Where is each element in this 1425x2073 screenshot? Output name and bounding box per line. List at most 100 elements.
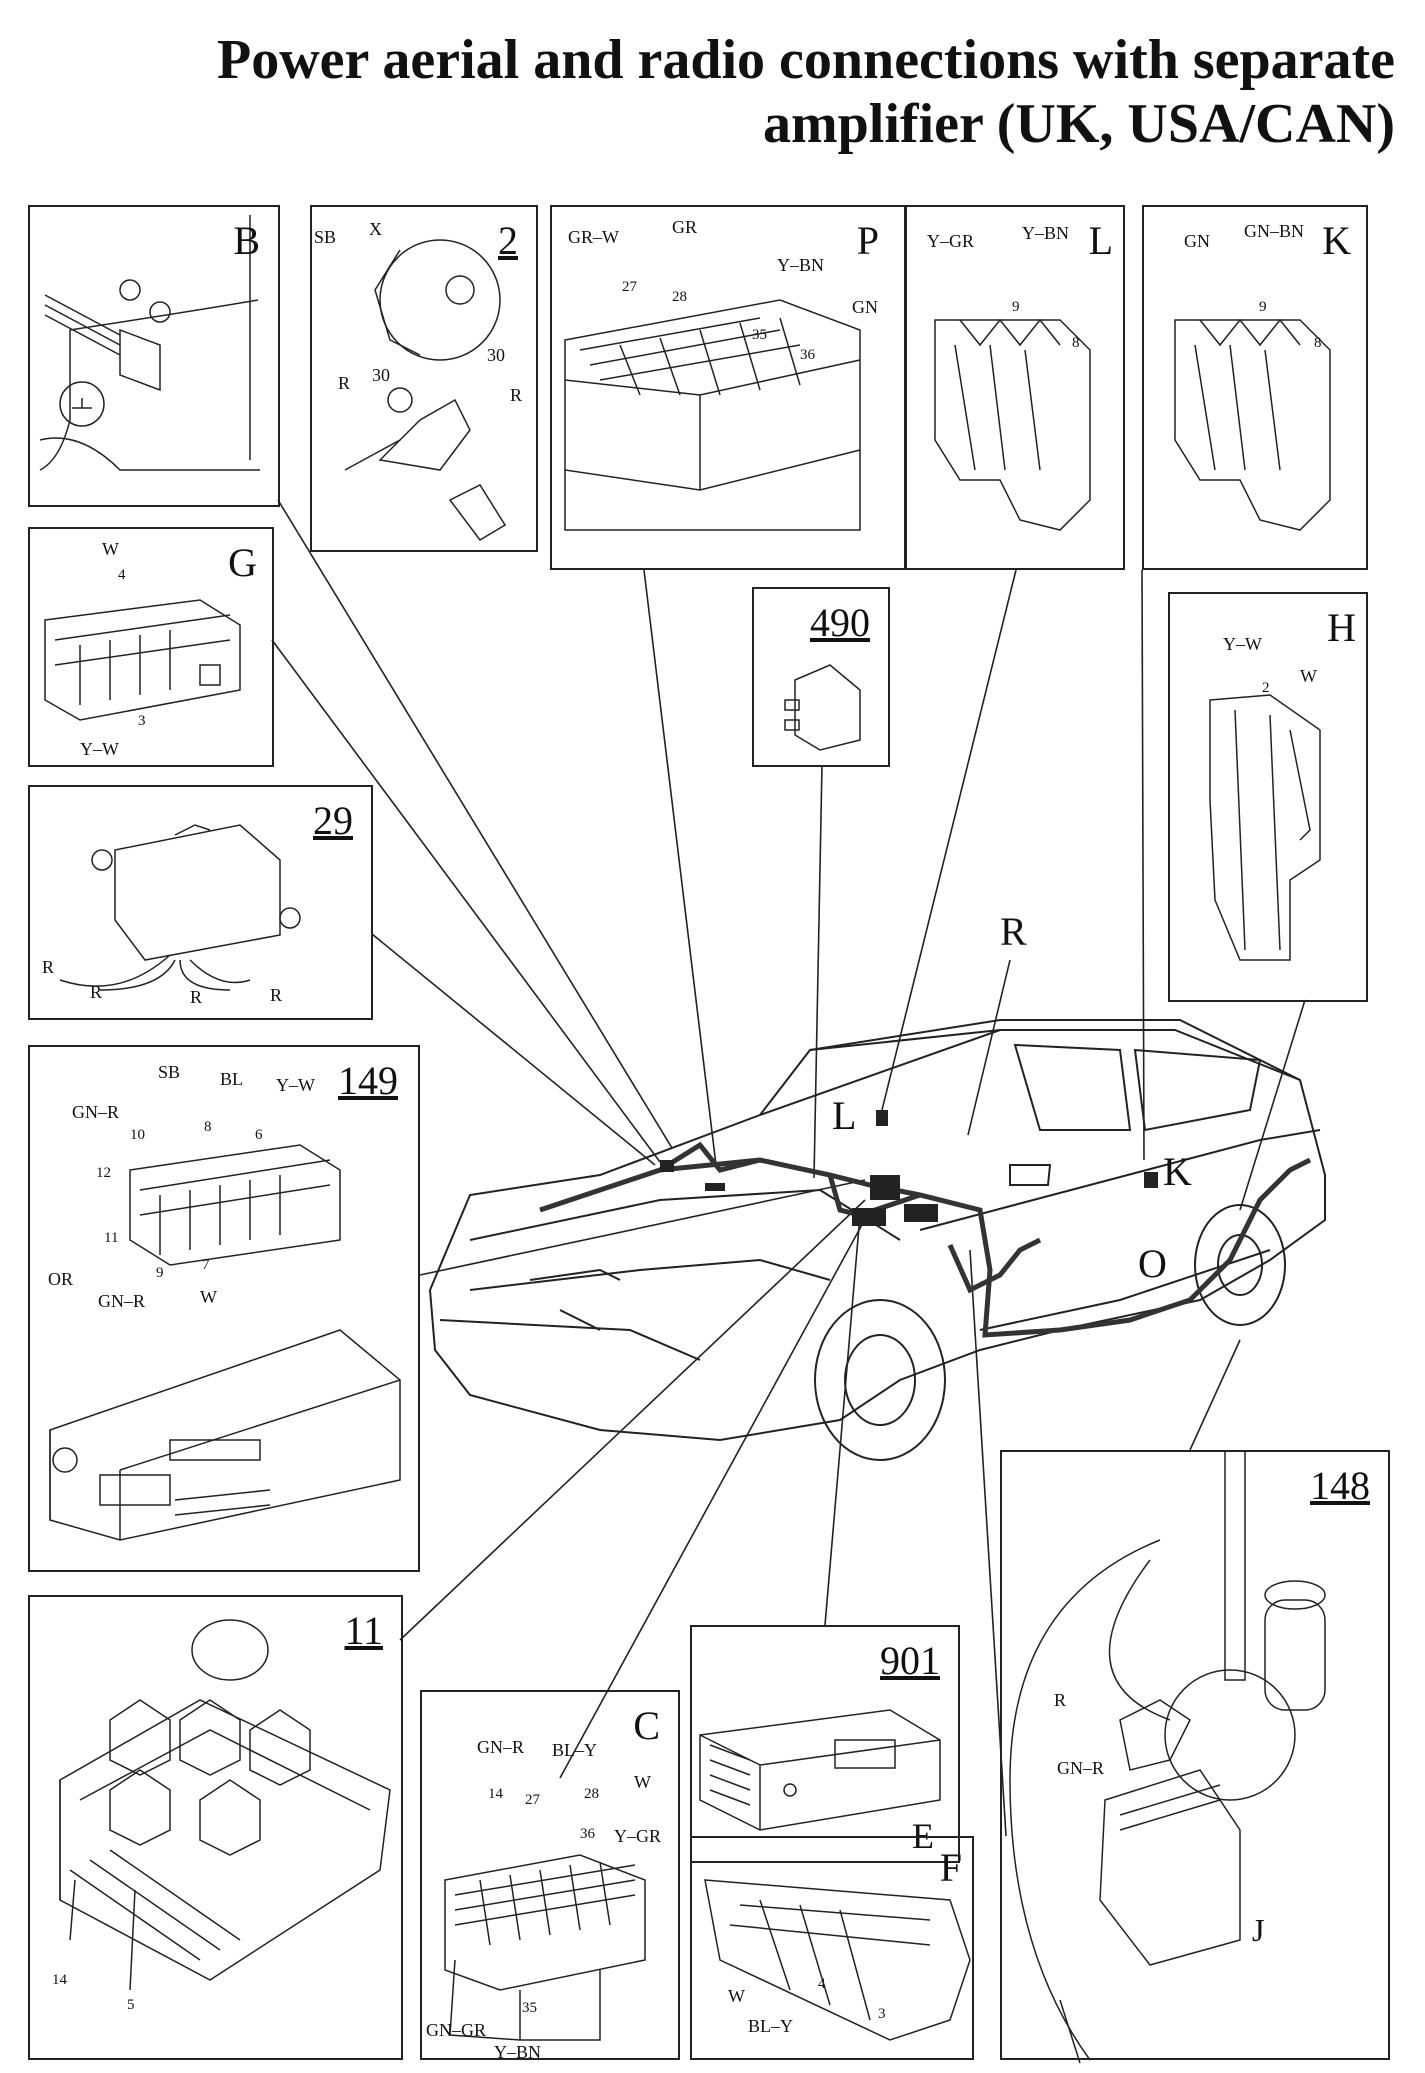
panel-L: L Y–GR Y–BN 9 8 xyxy=(905,205,1125,570)
label-30b: 30 xyxy=(487,345,505,365)
label-r: R xyxy=(1054,1690,1067,1710)
panel-11-id: 11 xyxy=(344,1608,383,1653)
leader-line-901 xyxy=(824,1214,861,1626)
label-j: J xyxy=(1252,1912,1265,1948)
leader-line-P xyxy=(643,569,717,1166)
car-callout-o: O xyxy=(1138,1241,1167,1286)
label-28: 28 xyxy=(584,1786,599,1802)
label-y-gr: Y–GR xyxy=(614,1826,662,1846)
panel-490-drawing xyxy=(784,664,861,751)
leader-line-H xyxy=(1239,999,1306,1211)
label-8: 8 xyxy=(1072,335,1080,351)
label-7: 7 xyxy=(202,1257,210,1273)
label-x: X xyxy=(369,219,382,239)
car-callout-k: K xyxy=(1163,1149,1192,1194)
panel-C-id: C xyxy=(633,1703,660,1748)
panel-G-id: G xyxy=(228,540,257,585)
label-36: 36 xyxy=(800,347,815,363)
panel-148: 148 R GN–R J xyxy=(1000,1450,1390,2060)
label-27: 27 xyxy=(525,1792,540,1808)
panel-490: 490 xyxy=(752,587,890,767)
label-sb: SB xyxy=(158,1062,181,1082)
label-gn-r: GN–R xyxy=(1057,1758,1105,1778)
panel-F: F W 4 BL–Y 3 xyxy=(690,1836,974,2060)
label-gn: GN xyxy=(852,297,878,317)
label-30a: 30 xyxy=(372,365,390,385)
label-w: W xyxy=(634,1772,651,1792)
label-3: 3 xyxy=(138,713,146,729)
wiring-harness xyxy=(539,1141,1312,1338)
label-gn-r-top: GN–R xyxy=(72,1102,120,1122)
panel-K-id: K xyxy=(1322,218,1351,263)
leader-line-R xyxy=(967,959,1011,1136)
label-gn: GN xyxy=(1184,231,1210,251)
leader-line-B xyxy=(277,499,673,1149)
panel-901-id: 901 xyxy=(880,1638,940,1683)
label-y-bn: Y–BN xyxy=(494,2042,542,2062)
label-y-w: Y–W xyxy=(276,1075,315,1095)
panel-P: P GR–W GR Y–BN GN 27 28 35 36 xyxy=(550,205,906,570)
label-bl-y: BL–Y xyxy=(748,2016,793,2036)
panel-L-id: L xyxy=(1088,218,1113,263)
label-2: 2 xyxy=(1262,680,1270,696)
label-gr: GR xyxy=(672,217,698,237)
label-12: 12 xyxy=(96,1165,111,1181)
panel-149: 149 SB BL Y–W GN–R 10 8 6 12 11 OR 9 7 G… xyxy=(28,1045,420,1572)
panel-B-id: B xyxy=(233,218,260,263)
panel-C: C GN–R BL–Y W 14 27 28 36 Y–GR 35 GN–GR … xyxy=(420,1690,680,2062)
connector-blocks xyxy=(660,1110,1158,1226)
label-r4: R xyxy=(270,985,283,1005)
leader-line-K xyxy=(1141,569,1145,1161)
label-35: 35 xyxy=(522,2000,537,2016)
label-4: 4 xyxy=(118,567,126,583)
label-y-w: Y–W xyxy=(1223,634,1262,654)
panel-K-drawing xyxy=(1174,318,1331,531)
page-title: Power aerial and radio connections with … xyxy=(217,29,1395,155)
panel-K: K GN GN–BN 9 8 xyxy=(1142,205,1368,570)
leader-line-148 xyxy=(1189,1339,1241,1451)
label-9: 9 xyxy=(1012,299,1020,315)
panel-11: 11 14 5 xyxy=(28,1595,403,2060)
label-3: 3 xyxy=(878,2006,886,2022)
leader-line-L xyxy=(879,569,1017,1119)
label-14: 14 xyxy=(52,1972,67,1988)
label-14: 14 xyxy=(488,1786,503,1802)
panel-B: B xyxy=(28,205,280,507)
label-y-gr: Y–GR xyxy=(927,231,975,251)
panel-149-id: 149 xyxy=(338,1058,398,1103)
panel-F-drawing xyxy=(704,1879,971,2041)
label-y-bn: Y–BN xyxy=(1022,223,1070,243)
label-6: 6 xyxy=(255,1127,263,1143)
panel-149-drawing xyxy=(49,1144,401,1541)
panel-H-id: H xyxy=(1327,605,1356,650)
panel-P-id: P xyxy=(856,218,879,263)
panel-P-drawing xyxy=(564,299,861,531)
label-gn-r-bottom: GN–R xyxy=(98,1291,146,1311)
label-gr-w: GR–W xyxy=(568,227,619,247)
label-w: W xyxy=(102,539,119,559)
label-gn-gr: GN–GR xyxy=(426,2020,487,2040)
leader-line-490 xyxy=(813,764,823,1179)
label-y-w: Y–W xyxy=(80,739,119,759)
label-gn-bn: GN–BN xyxy=(1244,221,1305,241)
leader-line-C xyxy=(559,1209,871,1779)
panel-901-drawing xyxy=(699,1709,941,1831)
panel-G: G W 4 3 Y–W xyxy=(28,527,274,767)
car-illustration xyxy=(428,1019,1326,1461)
label-35: 35 xyxy=(752,327,767,343)
car-callout-l: L xyxy=(832,1093,857,1138)
label-r1: R xyxy=(42,957,55,977)
label-8: 8 xyxy=(1314,335,1322,351)
leader-line-11 xyxy=(399,1199,866,1641)
label-r3: R xyxy=(190,987,203,1007)
panel-G-drawing xyxy=(44,599,241,721)
label-36: 36 xyxy=(580,1826,595,1842)
panel-2-drawing xyxy=(344,239,507,541)
panel-H: H Y–W W 2 xyxy=(1168,592,1368,1002)
label-5: 5 xyxy=(127,1997,135,2013)
label-9: 9 xyxy=(156,1265,164,1281)
label-bl-y: BL–Y xyxy=(552,1740,597,1760)
label-r2: R xyxy=(510,385,523,405)
panel-F-id: F xyxy=(939,1845,962,1890)
